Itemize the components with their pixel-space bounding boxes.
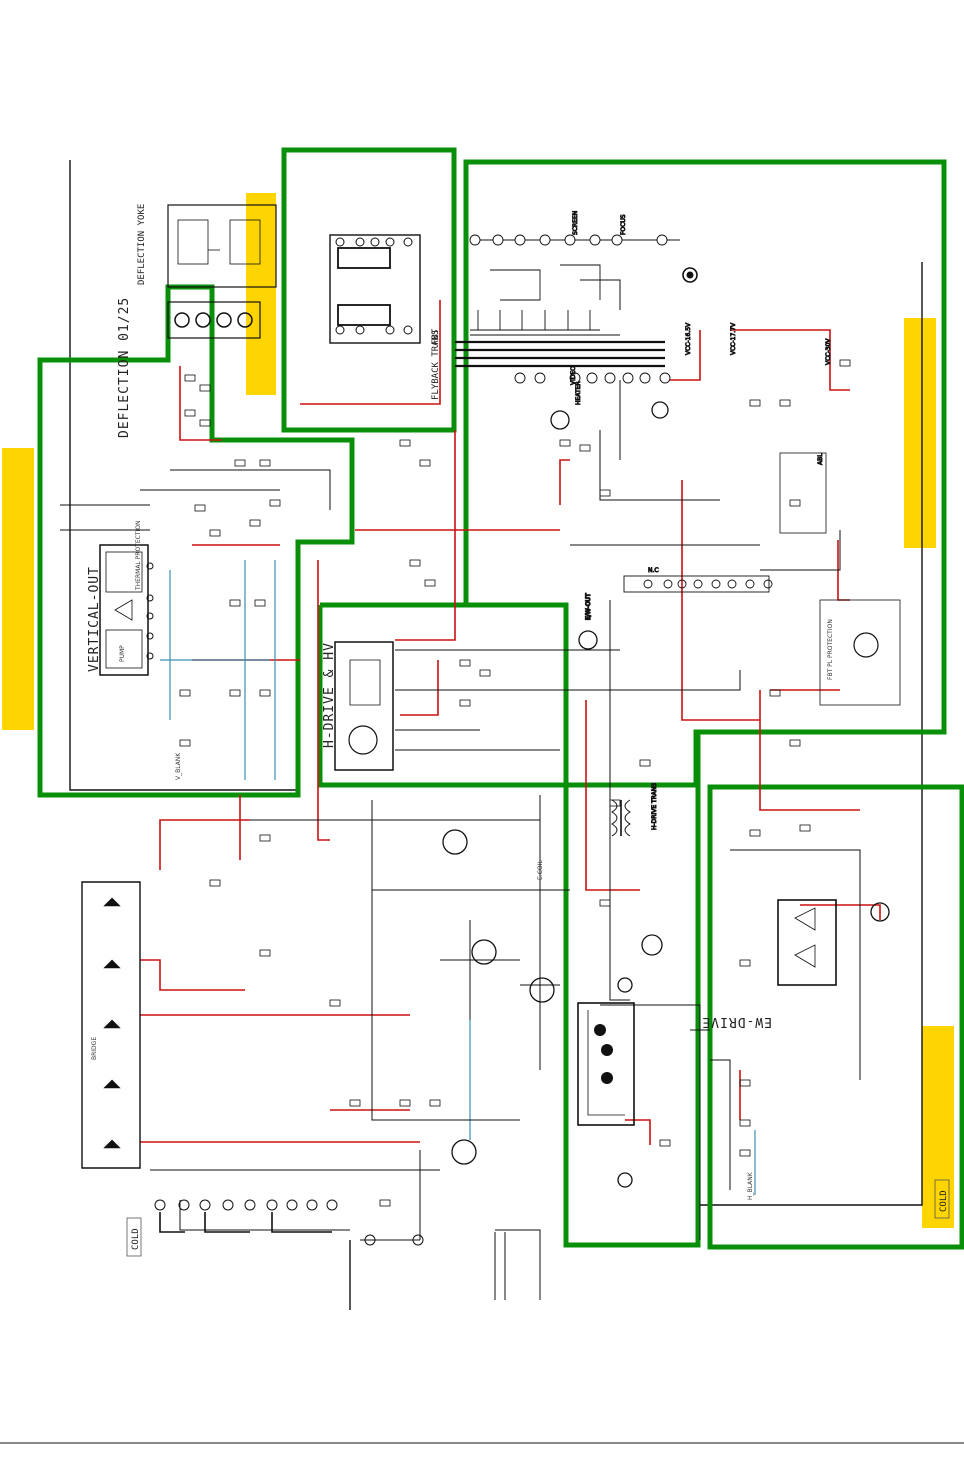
h-drive-box: H-DRIVE & HV [322,641,394,771]
fbt-pl-protection-label: FBT PL PROTECTION [827,619,834,680]
wiring [60,239,861,1300]
fbt-label: FBT [431,328,441,345]
h-drive-label: H-DRIVE & HV [322,642,337,748]
highlight-right-upper [904,318,936,548]
e-coil-label: E.COIL [537,860,544,880]
vcc-30v-label: VCC-30V [825,338,832,365]
block-deflection-vertical [37,284,355,798]
highlight-yoke [246,193,276,395]
cold-labels: COLD COLD [126,1179,950,1257]
highlight-left-edge [2,448,34,730]
ew-drive-ic: EW-DRIVE [701,899,837,1029]
cold-label-right: COLD [939,1190,949,1212]
vertical-out-ic: VERTICAL-OUT THERMAL PROTECTION PUMP [87,521,154,676]
thermal-protection-label: THERMAL PROTECTION [135,521,142,591]
deflection-yoke-label: DEFLECTION YOKE [137,204,147,285]
fbt-core [455,340,665,368]
pump-label: PUMP [119,645,126,662]
block-ew-drive [707,784,964,1250]
nc-label: N.C [648,567,659,574]
heater-label: HEATER [575,381,582,405]
ew-out-label: E/W-OUT [585,593,592,620]
h-drive-trans-label: H-DRIVE TRANS [651,783,658,830]
block-hdrive-outline [317,605,701,1248]
bridge-rectifier: BRIDGE [81,881,141,1169]
switch-module [577,1002,635,1126]
ew-drive-label: EW-DRIVE [701,1014,772,1029]
video-label: VIDEO [570,366,577,385]
page-title: DEFLECTION 01/25 [117,297,132,438]
block-right-upper [463,159,947,788]
bridge-label: BRIDGE [91,1037,98,1060]
flyback-transformer: FLYBACK TRANS FBT [329,234,441,400]
bottom-connectors [154,1199,506,1300]
v-blank-label: V_BLANK [175,752,182,780]
blue-traces [160,560,756,1195]
flyback-trans-label: FLYBACK TRANS [431,330,441,400]
vcc-16v-label: VCC-16.5V [685,322,692,355]
h-drive-trans: H-DRIVE TRANS [611,782,659,837]
component-clusters [179,359,851,1207]
transistors: E/W-OUT [442,401,890,1188]
deflection-yoke: DEFLECTION YOKE [137,204,277,339]
h-blank-label: H_BLANK [747,1171,754,1200]
abl-label: ABL [817,453,824,465]
highlight-markers [2,193,954,1228]
fbt-protection-box: FBT PL PROTECTION [779,452,901,706]
cold-label-left: COLD [131,1228,141,1250]
vertical-out-label: VERTICAL-OUT [87,566,102,672]
screen-label: SCREEN [572,211,579,235]
block-flyback [281,147,457,433]
focus-label: FOCUS [620,214,627,235]
frame-lines [0,160,964,1444]
fbt-windings: SCREEN FOCUS HEATER VIDEO VCC-16.5V VCC-… [469,210,832,465]
connector-row: N.C [623,567,773,593]
vcc-17v-label: VCC-17.7V [730,322,737,355]
